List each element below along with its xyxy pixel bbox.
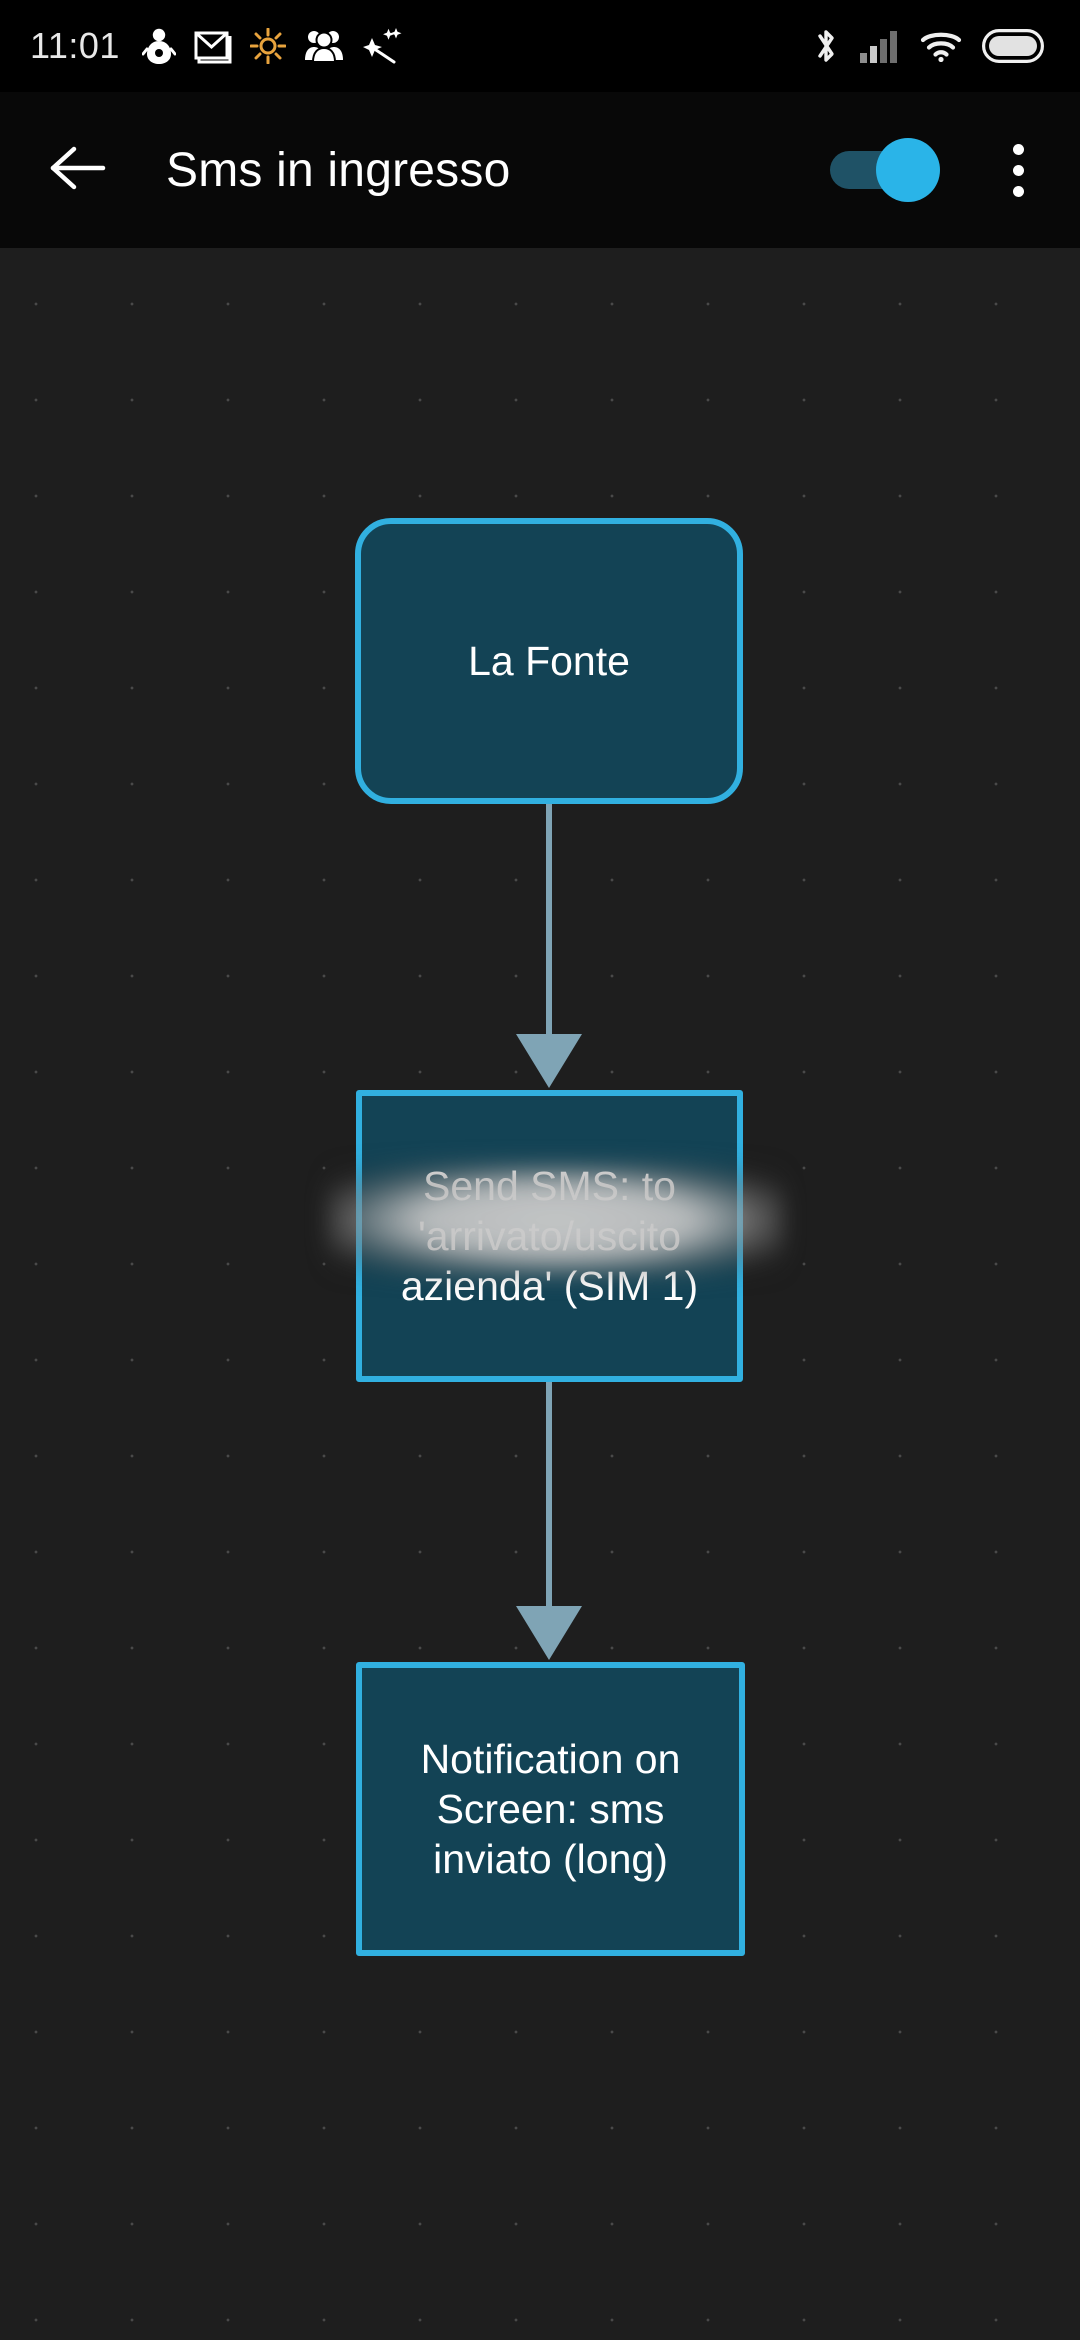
bluetooth-icon (812, 26, 840, 66)
back-button[interactable] (22, 114, 134, 226)
status-clock: 11:01 (30, 25, 120, 66)
page-title: Sms in ingresso (166, 143, 511, 197)
connector-source-to-send-sms (516, 804, 582, 1088)
flow-node-notification[interactable]: Notification on Screen: sms inviato (lon… (356, 1662, 745, 1956)
signal-bars-icon (860, 29, 900, 63)
enable-toggle[interactable] (828, 138, 940, 202)
flow-node-send-sms-label: Send SMS: to 'arrivato/uscito azienda' (… (400, 1162, 699, 1309)
arrow-left-icon (50, 144, 106, 197)
people-icon (304, 29, 344, 63)
flow-node-source-label: La Fonte (468, 637, 630, 684)
connector-send-sms-to-notification (516, 1382, 582, 1660)
brightness-icon (249, 27, 287, 65)
magic-wand-icon (362, 28, 404, 64)
app-bar: Sms in ingresso (0, 92, 1080, 248)
wifi-icon (920, 30, 962, 63)
snowman-icon (141, 27, 177, 65)
toggle-thumb (876, 138, 940, 202)
battery-icon (982, 29, 1044, 63)
status-bar: 11:01 (0, 0, 1080, 92)
more-vertical-icon (1012, 143, 1024, 197)
flow-node-source[interactable]: La Fonte (355, 518, 743, 804)
flow-node-send-sms[interactable]: Send SMS: to 'arrivato/uscito azienda' (… (328, 1090, 783, 1382)
status-bar-right (812, 26, 1054, 66)
overflow-menu-button[interactable] (970, 114, 1066, 226)
flow-canvas[interactable]: La Fonte Send SMS: to 'arrivato/uscito a… (0, 248, 1080, 2340)
flow-node-notification-label: Notification on Screen: sms inviato (lon… (420, 1735, 681, 1882)
gmail-icon (194, 28, 232, 64)
status-bar-left: 11:01 (30, 27, 404, 65)
